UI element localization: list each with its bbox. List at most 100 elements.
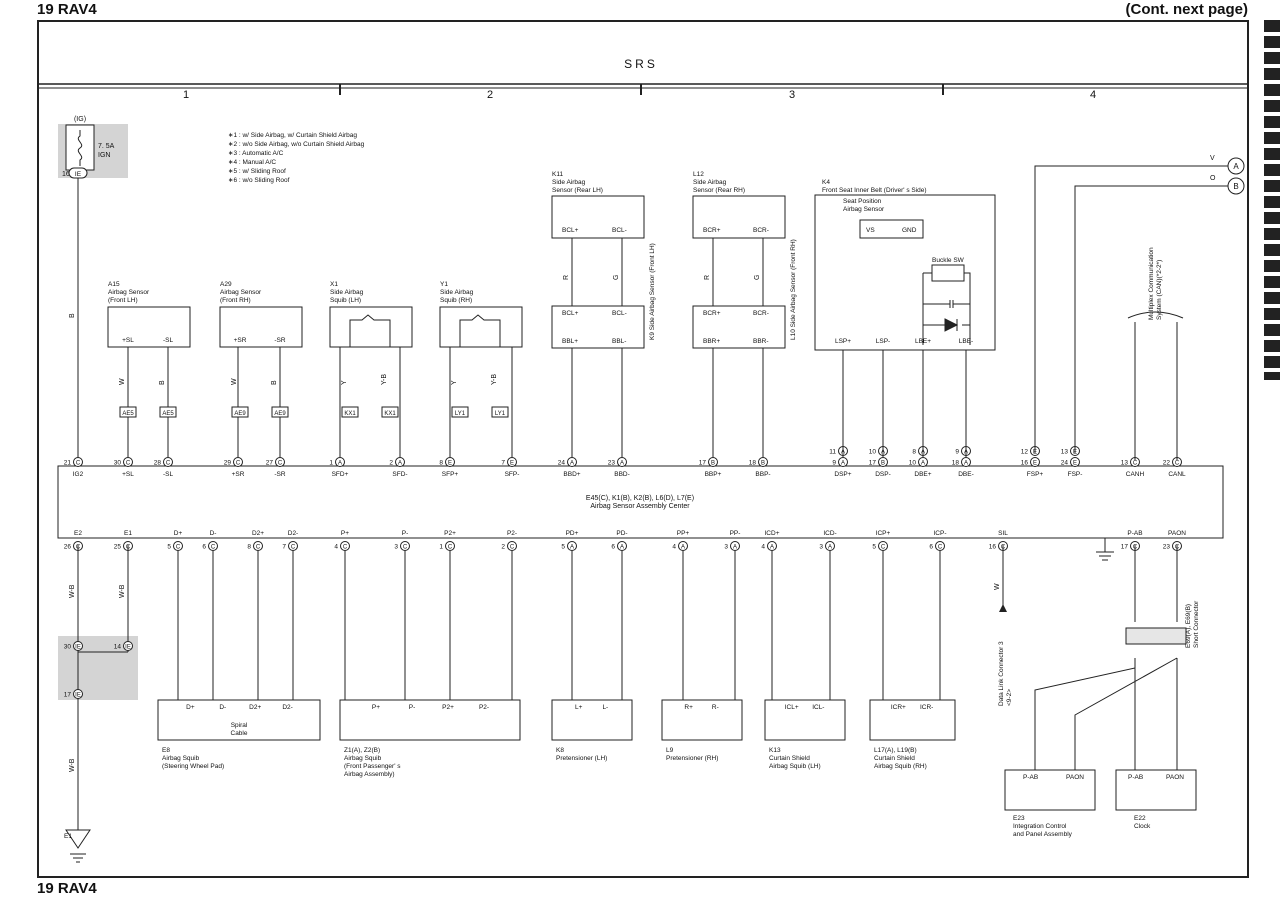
bot-10-pin-num: 5 bbox=[561, 544, 565, 551]
bot-4-pin bbox=[253, 541, 263, 551]
sensor-1-code: A29 bbox=[220, 281, 232, 288]
svg-text:Y: Y bbox=[341, 380, 348, 385]
bot-10-pin-letter: A bbox=[570, 545, 574, 551]
squib-1-code: Z1(A), Z2(B) bbox=[344, 747, 380, 754]
fuse-rating: 7. 5A bbox=[98, 143, 115, 150]
squib-2-term-1: L- bbox=[602, 704, 608, 711]
junction-2-pin-letter: IE bbox=[75, 693, 81, 699]
dlc-arrow-icon bbox=[999, 604, 1007, 612]
squib-5-term-1: ICR- bbox=[920, 704, 933, 711]
bot-term-2: D+ bbox=[174, 530, 183, 537]
squib-5-term-0: ICR+ bbox=[891, 704, 906, 711]
bot-12-pin-letter: A bbox=[681, 545, 685, 551]
note-3: ∗3 : Automatic A/C bbox=[228, 150, 284, 157]
airbag-center-box bbox=[57, 465, 1224, 539]
top-10-pin bbox=[617, 457, 627, 467]
top-term-10: BBD- bbox=[614, 471, 630, 478]
top-term-3: +SR bbox=[232, 471, 245, 478]
side-0-vlabel: K9 Side Airbag Sensor (Front LH) bbox=[649, 243, 656, 340]
top-1-pin-letter: C bbox=[126, 461, 131, 467]
e23-t2: PAON bbox=[1066, 774, 1084, 781]
bot-8-pin-num: 1 bbox=[439, 544, 443, 551]
bot-2-pin-letter: C bbox=[176, 545, 181, 551]
junction-1-pin-num: 14 bbox=[114, 644, 122, 651]
side-1-vlabel: L10 Side Airbag Sensor (Front RH) bbox=[790, 239, 797, 340]
top-19-pin-num: 13 bbox=[1121, 460, 1129, 467]
top-0-pin-num: 21 bbox=[64, 460, 72, 467]
squib-2-code: K8 bbox=[556, 747, 564, 754]
bot-4-pin-num: 8 bbox=[247, 544, 251, 551]
bot-term-7: P- bbox=[402, 530, 409, 537]
short-conn-name: E69(A), E69(B) bbox=[1185, 604, 1192, 648]
side-1-upper-box bbox=[692, 195, 786, 239]
note-6: ∗6 : w/o Sliding Roof bbox=[228, 177, 290, 184]
top-18-pin-num: 24 bbox=[1061, 460, 1069, 467]
belt-term-0: LSP+ bbox=[835, 338, 851, 345]
sensor-2-conn1 bbox=[341, 406, 359, 418]
bot-14-pin bbox=[767, 541, 777, 551]
sensor-0-name: Airbag Sensor bbox=[108, 289, 150, 296]
svg-text:AE9: AE9 bbox=[234, 411, 246, 417]
top-term-1: +SL bbox=[122, 471, 134, 478]
note-2: ∗2 : w/o Side Airbag, w/o Curtain Shield… bbox=[228, 141, 365, 148]
top-19-pin-letter: C bbox=[1133, 461, 1138, 467]
squib-4-term-1: ICL- bbox=[812, 704, 824, 711]
sensor-2-name: Side Airbag bbox=[330, 289, 364, 296]
bot-9-pin bbox=[507, 541, 517, 551]
sensor-2-box bbox=[329, 306, 413, 348]
svg-text:-SL: -SL bbox=[163, 337, 174, 344]
squib-4-box bbox=[764, 699, 846, 741]
belt-code: K4 bbox=[822, 179, 830, 186]
fuse-icon bbox=[77, 130, 83, 166]
sensor-3-box bbox=[439, 306, 523, 348]
bot-17-pin-letter: C bbox=[938, 545, 943, 551]
top-15-pin-num: 10 bbox=[909, 460, 917, 467]
sensor-3-conn1 bbox=[451, 406, 469, 418]
sps-label-2: Airbag Sensor bbox=[843, 206, 885, 213]
sensor-1-conn2 bbox=[271, 406, 289, 418]
squib-1-term-1: P- bbox=[409, 704, 416, 711]
bot-11-pin bbox=[617, 541, 627, 551]
top-18-pin bbox=[1070, 457, 1080, 467]
top-0-pin bbox=[73, 457, 83, 467]
top-term-20: CANL bbox=[1168, 471, 1186, 478]
squib-1-term-0: P+ bbox=[372, 704, 380, 711]
ground-wire-2: W-B bbox=[119, 584, 126, 598]
sensor-3-pos: Squib (RH) bbox=[440, 297, 472, 304]
top-6-pin-num: 2 bbox=[389, 460, 393, 467]
top-1-pin bbox=[123, 457, 133, 467]
bot-term-3: D- bbox=[210, 530, 217, 537]
top-13-pin-num: 9 bbox=[832, 460, 836, 467]
e23-desc: and Panel Assembly bbox=[1013, 831, 1073, 838]
svg-text:BCL-: BCL- bbox=[612, 227, 627, 234]
svg-text:BCR+: BCR+ bbox=[703, 227, 721, 234]
side-0-code: K11 bbox=[552, 171, 563, 178]
top-5-pin bbox=[335, 457, 345, 467]
bot-15-pin-letter: A bbox=[828, 545, 832, 551]
svg-text:W: W bbox=[231, 378, 238, 385]
bot-3-pin bbox=[208, 541, 218, 551]
top-3-pin-letter: C bbox=[236, 461, 241, 467]
top-0-pin-letter: C bbox=[76, 461, 81, 467]
svg-text:BCL-: BCL- bbox=[612, 310, 627, 317]
top-12-pin-letter: B bbox=[761, 461, 765, 467]
bot-term-18: SIL bbox=[998, 530, 1008, 537]
top-term-11: BBP+ bbox=[705, 471, 722, 478]
alt-5-pin-num: 13 bbox=[1061, 449, 1069, 456]
bot-term-5: D2- bbox=[288, 530, 298, 537]
top-9-pin-letter: A bbox=[570, 461, 574, 467]
bot-11-pin-letter: A bbox=[620, 545, 624, 551]
svg-text:Y-B: Y-B bbox=[491, 374, 498, 385]
alt-2-pin-num: 8 bbox=[912, 449, 916, 456]
bot-15-pin bbox=[825, 541, 835, 551]
squib-5-name: Curtain Shield bbox=[874, 755, 915, 762]
side-0-upper-box bbox=[551, 195, 645, 239]
svg-text:Airbag Assembly): Airbag Assembly) bbox=[344, 771, 395, 778]
dlc-wire: W bbox=[994, 583, 1001, 590]
top-4-pin-letter: C bbox=[278, 461, 283, 467]
belt-term-1: LSP- bbox=[876, 338, 890, 345]
bot-6-pin-num: 4 bbox=[334, 544, 338, 551]
bot-14-pin-letter: A bbox=[770, 545, 774, 551]
sensor-0-pos: (Front LH) bbox=[108, 297, 138, 304]
note-1: ∗1 : w/ Side Airbag, w/ Curtain Shield A… bbox=[228, 132, 357, 139]
